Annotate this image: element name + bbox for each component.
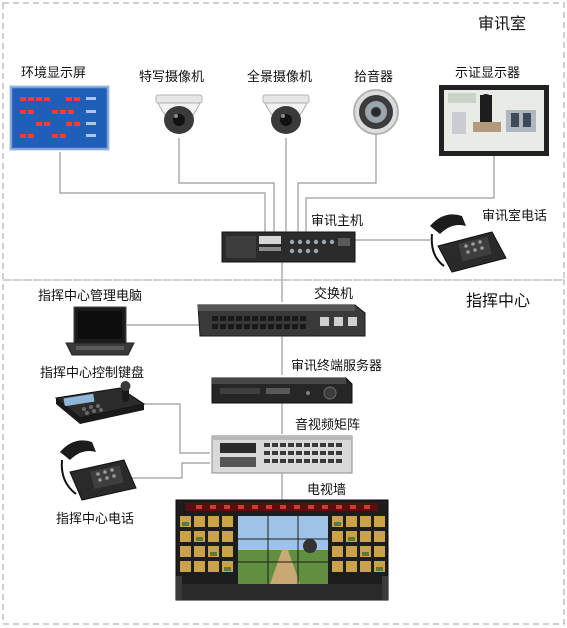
- panorama-camera-icon: [262, 94, 310, 134]
- label-av-matrix: 音视频矩阵: [295, 418, 361, 433]
- keyboard-icon: [54, 381, 146, 424]
- label-mgmt-pc: 指挥中心管理电脑: [38, 289, 143, 304]
- tv-wall-icon: [175, 499, 389, 601]
- label-switch: 交换机: [314, 287, 354, 302]
- env-display-icon: [9, 85, 110, 151]
- center-phone-icon: [60, 440, 137, 501]
- label-panorama-camera: 全景摄像机: [247, 70, 313, 85]
- zone-label-command-center: 指挥中心: [466, 291, 531, 310]
- label-terminal-server: 审讯终端服务器: [291, 359, 383, 374]
- host-icon: [221, 231, 356, 263]
- line-phone-matrix: [128, 462, 210, 479]
- line-mic-host: [297, 132, 377, 232]
- microphone-icon: [353, 89, 399, 135]
- line-env-host: [59, 152, 266, 232]
- label-tv-wall: 电视墙: [307, 483, 347, 498]
- line-display-host: [305, 156, 495, 232]
- line-keyboard-matrix: [143, 403, 210, 454]
- label-keyboard: 指挥中心控制键盘: [40, 366, 145, 381]
- label-closeup-camera: 特写摄像机: [139, 70, 205, 85]
- line-closeup-host: [178, 138, 275, 232]
- terminal-server-icon: [211, 377, 353, 404]
- interrogation-room-border: [2, 2, 565, 281]
- connection-lines: [59, 132, 495, 500]
- label-microphone: 拾音器: [354, 70, 394, 85]
- switch-icon: [197, 304, 366, 337]
- label-center-phone: 指挥中心电话: [56, 512, 135, 527]
- command-center-border: [2, 279, 565, 625]
- label-host: 审讯主机: [311, 214, 364, 229]
- av-matrix-icon: [211, 435, 353, 474]
- label-env-display: 环境显示屏: [21, 66, 87, 81]
- evidence-display-icon: [439, 85, 549, 156]
- closeup-camera-icon: [155, 94, 203, 134]
- mgmt-pc-icon: [65, 306, 135, 356]
- label-evidence-display: 示证显示器: [455, 66, 521, 81]
- room-phone-icon: [430, 214, 507, 273]
- zone-label-interrogation-room: 审讯室: [478, 14, 527, 33]
- label-room-phone: 审讯室电话: [482, 209, 548, 224]
